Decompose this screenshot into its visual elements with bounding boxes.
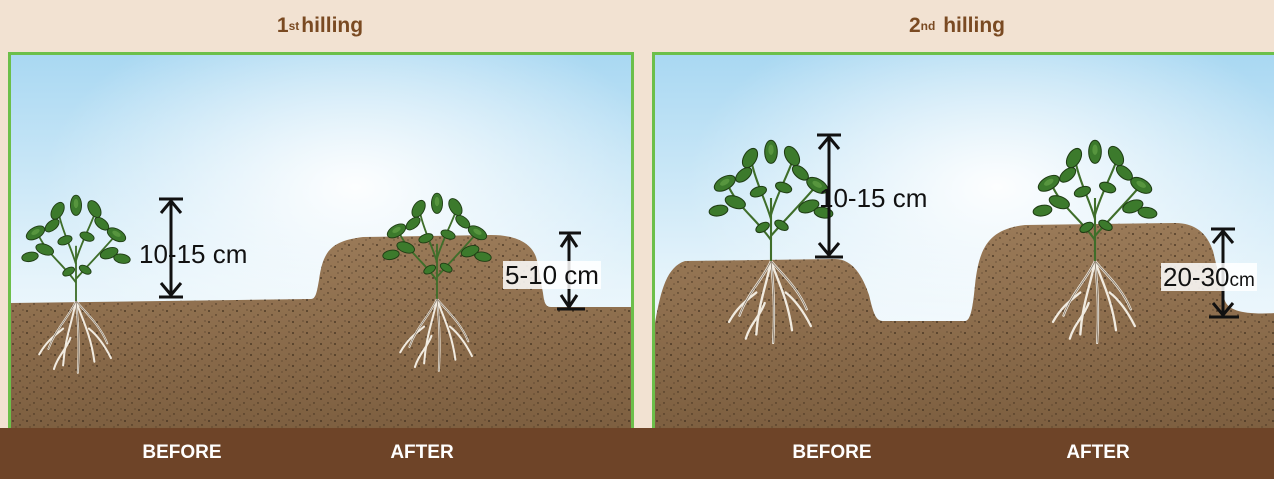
- footer-label-before-2: BEFORE: [792, 442, 871, 464]
- second-hilling-panel: 10-15 cm 20-30cm: [652, 52, 1274, 428]
- second-hilling-number: 2: [909, 14, 921, 38]
- first-hilling-suffix: st: [289, 19, 300, 33]
- measurement-label-before-2: 10-15 cm: [819, 185, 927, 211]
- measurement-unit-after-2: cm: [1230, 270, 1255, 291]
- first-hilling-illustration: [11, 55, 634, 428]
- second-hilling-text: hilling: [943, 14, 1005, 38]
- footer-bar: BEFORE AFTER BEFORE AFTER: [0, 428, 1274, 479]
- measurement-label-after-2: 20-30cm: [1161, 263, 1257, 291]
- footer-label-after-1: AFTER: [390, 442, 453, 464]
- second-hilling-illustration: [655, 55, 1274, 428]
- first-hilling-text: hilling: [301, 14, 363, 38]
- measurement-number-after-2: 20-30: [1163, 262, 1230, 292]
- first-hilling-number: 1: [277, 14, 289, 38]
- second-hilling-suffix: nd: [921, 19, 936, 33]
- first-hilling-panel: 10-15 cm 5-10 cm: [8, 52, 634, 428]
- measurement-label-after: 5-10 cm: [503, 261, 601, 289]
- measurement-label-before: 10-15 cm: [139, 241, 247, 267]
- panel-divider: [634, 52, 652, 430]
- footer-label-after-2: AFTER: [1066, 442, 1129, 464]
- footer-label-before-1: BEFORE: [142, 442, 221, 464]
